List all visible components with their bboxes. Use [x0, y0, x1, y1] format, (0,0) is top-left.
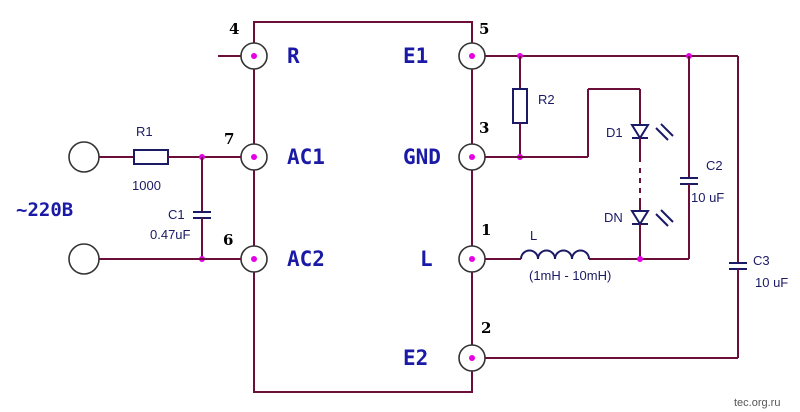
- ic-body: [253, 21, 473, 393]
- junction-dot: [469, 53, 475, 59]
- led-dn-ray: [655, 213, 669, 227]
- junction-dot: [469, 355, 475, 361]
- resistor-r2: [512, 88, 528, 124]
- r1-name: R1: [136, 124, 153, 139]
- watermark: tec.org.ru: [734, 397, 780, 409]
- junction-dot: [251, 256, 257, 262]
- c2-name: C2: [706, 158, 723, 173]
- r1-value: 1000: [132, 178, 161, 193]
- pin-r-label: R: [287, 44, 300, 68]
- led-dn: [630, 210, 650, 226]
- c3-value: 10 uF: [755, 275, 788, 290]
- pin-e2-label: E2: [403, 346, 428, 370]
- pin-e2-number: 2: [481, 319, 491, 337]
- c1-name: C1: [168, 207, 185, 222]
- pin-e1-label: E1: [403, 44, 428, 68]
- c1-value: 0.47uF: [150, 227, 191, 242]
- input-terminal-bottom: [68, 243, 100, 275]
- led-d1: [630, 124, 650, 140]
- pin-r-number: 4: [229, 20, 239, 38]
- inductor-l: [520, 249, 590, 260]
- pin-gnd-label: GND: [403, 145, 441, 169]
- pin-ac1-number: 7: [224, 130, 234, 148]
- led-d1-ray: [655, 127, 669, 141]
- pin-l-number: 1: [481, 221, 491, 239]
- c2-value: 10 uF: [691, 190, 724, 205]
- led-d1-ray: [660, 123, 674, 137]
- l-name: L: [530, 228, 537, 243]
- pin-gnd-number: 3: [479, 119, 489, 137]
- c3-name: C3: [753, 253, 770, 268]
- junction-dot: [469, 256, 475, 262]
- r2-name: R2: [538, 92, 555, 107]
- pin-l-label: L: [420, 247, 433, 271]
- resistor-r1: [133, 149, 169, 165]
- input-terminal-top: [68, 141, 100, 173]
- pin-ac1-label: AC1: [287, 145, 325, 169]
- junction-dot: [469, 154, 475, 160]
- junction-dot: [251, 53, 257, 59]
- supply-voltage-label: ~220В: [16, 199, 73, 221]
- pin-ac2-number: 6: [223, 231, 233, 249]
- junction-dot: [251, 154, 257, 160]
- d1-name: D1: [606, 125, 623, 140]
- l-value: (1mH - 10mH): [529, 268, 611, 283]
- junction-dot: [637, 256, 643, 262]
- pin-e1-number: 5: [479, 20, 489, 38]
- pin-ac2-label: AC2: [287, 247, 325, 271]
- led-dn-ray: [660, 209, 674, 223]
- dn-name: DN: [604, 210, 623, 225]
